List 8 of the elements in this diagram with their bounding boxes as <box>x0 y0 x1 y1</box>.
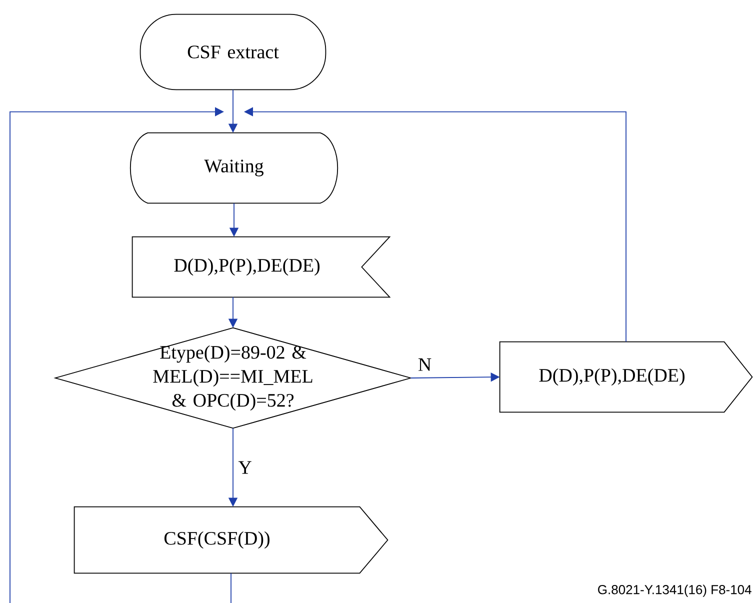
edge-label: N <box>416 357 433 372</box>
state-box: Waiting <box>130 132 338 204</box>
input-signal-box: D(D),P(P),DE(DE) <box>132 236 391 298</box>
output-signal-box: CSF(CSF(D)) <box>74 506 388 574</box>
figure-number: G.8021-Y.1341(16) F8-104 <box>598 584 752 597</box>
output-signal-box: D(D),P(P),DE(DE) <box>499 341 753 413</box>
edge-label: Y <box>237 460 253 475</box>
start-terminal: CSF extract <box>140 14 326 90</box>
